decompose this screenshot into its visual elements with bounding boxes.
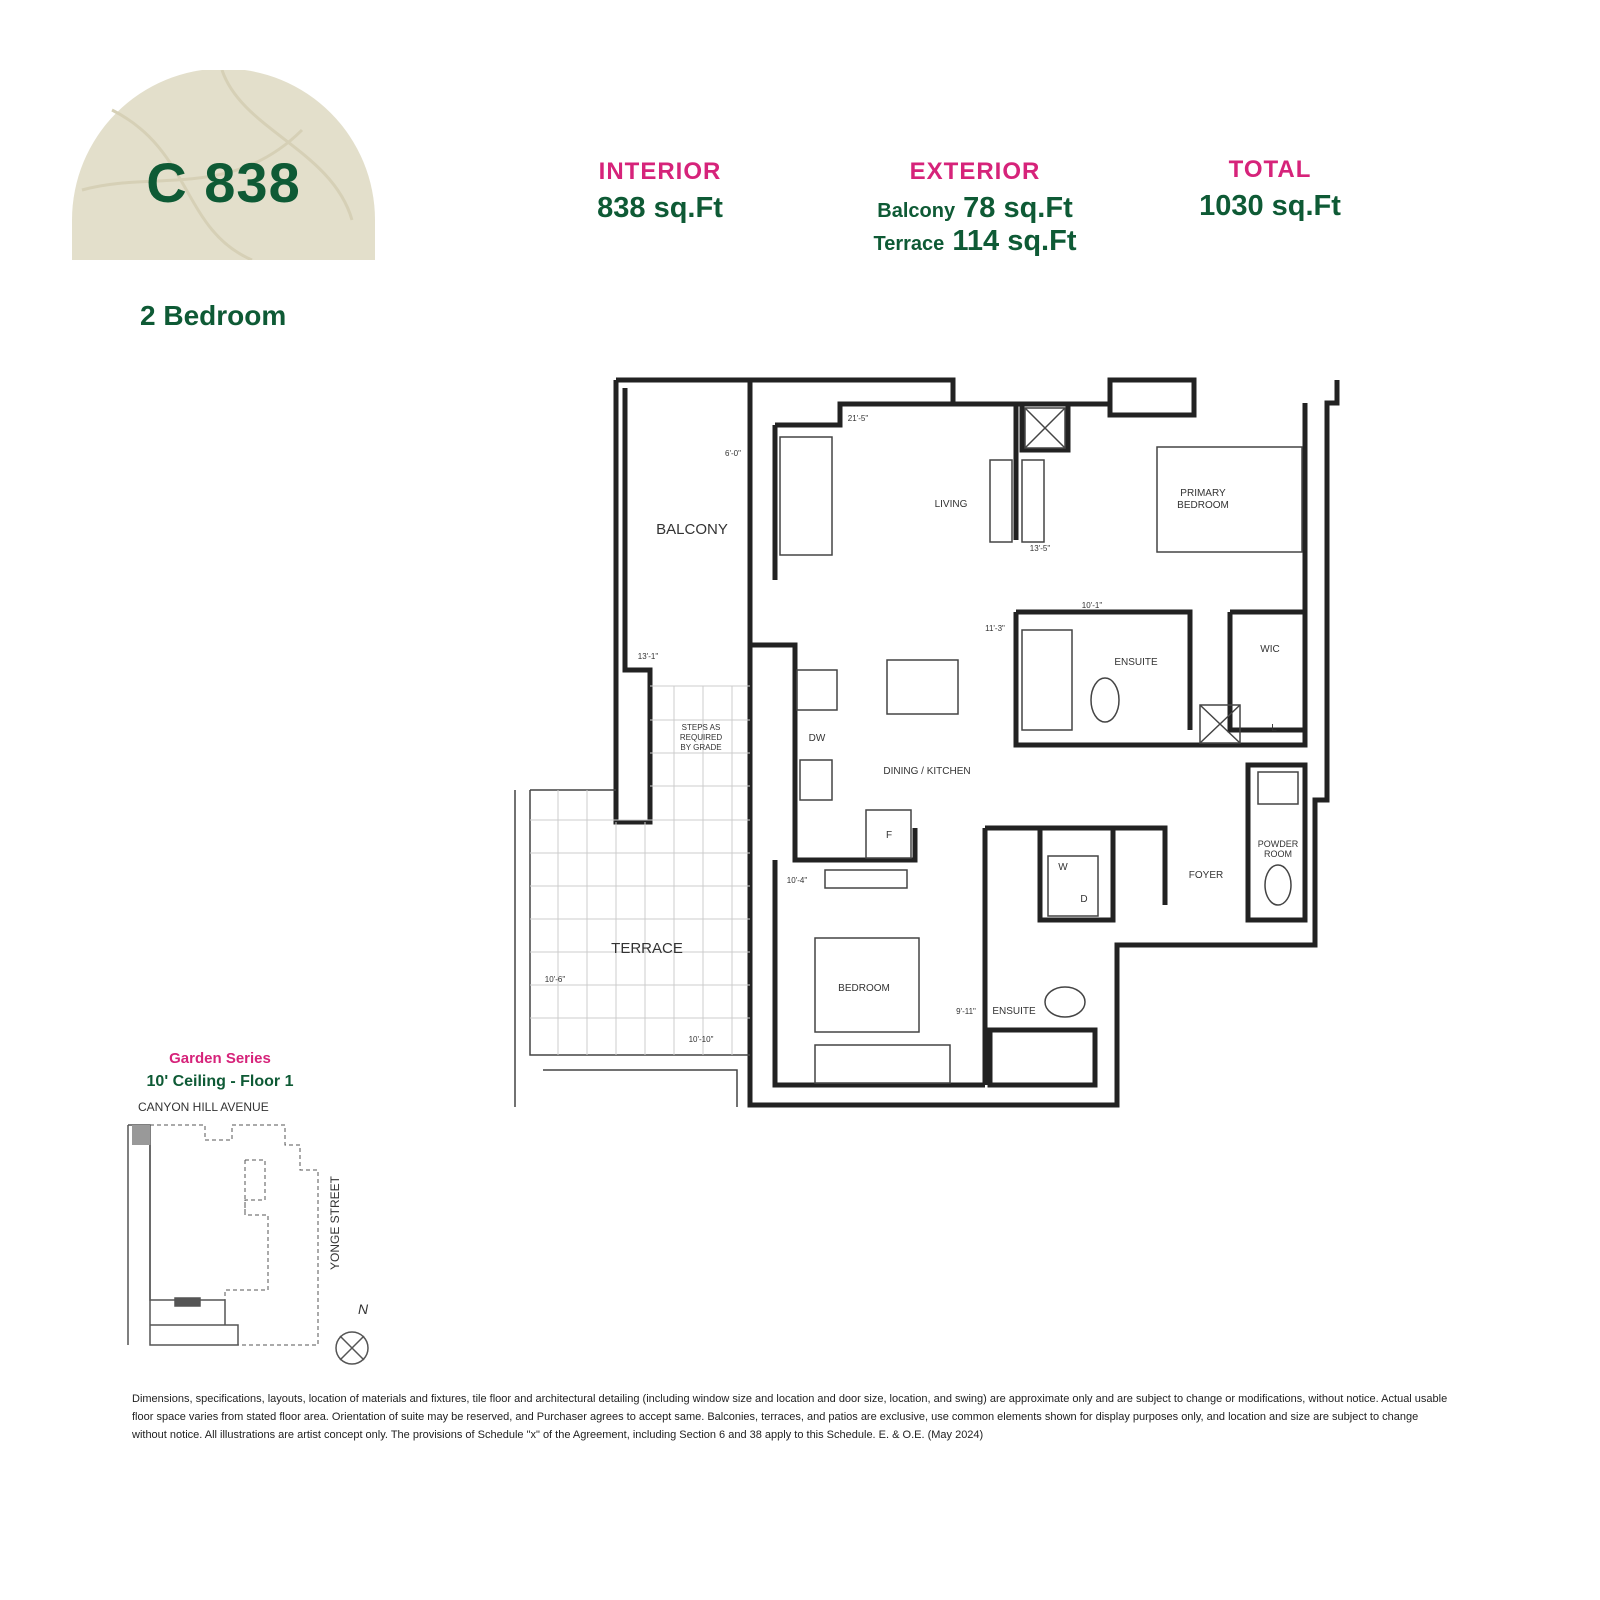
street-north: CANYON HILL AVENUE bbox=[138, 1100, 269, 1114]
interior-value: 838 sq.Ft bbox=[597, 192, 723, 224]
dim: 11'-3" bbox=[985, 624, 1005, 633]
key-plan bbox=[127, 1124, 369, 1365]
dim: 13'-5" bbox=[1030, 544, 1051, 553]
street-east: YONGE STREET bbox=[328, 1175, 342, 1270]
room-ensuite-2: ENSUITE bbox=[992, 1006, 1036, 1017]
balcony-label: Balcony bbox=[877, 200, 956, 222]
terrace-value: 114 sq.Ft bbox=[952, 225, 1077, 257]
room-living: LIVING bbox=[935, 499, 968, 510]
steps-3: BY GRADE bbox=[680, 743, 721, 752]
ceiling-floor-label: 10' Ceiling - Floor 1 bbox=[146, 1073, 294, 1090]
balcony-value: 78 sq.Ft bbox=[963, 192, 1073, 224]
room-labels: BALCONY TERRACE bbox=[611, 521, 728, 957]
room-dryer: D bbox=[1080, 894, 1087, 905]
room-balcony: BALCONY bbox=[656, 521, 728, 538]
dim: 9'-11" bbox=[956, 1007, 976, 1016]
north-label: N bbox=[358, 1301, 369, 1317]
unit-type: 2 Bedroom bbox=[140, 300, 287, 331]
room-terrace: TERRACE bbox=[611, 940, 683, 957]
room-powder-1: POWDER bbox=[1258, 839, 1299, 849]
total-label: TOTAL bbox=[1228, 156, 1312, 183]
interior-area: INTERIOR 838 sq.Ft bbox=[560, 158, 760, 225]
room-powder-2: ROOM bbox=[1264, 849, 1292, 859]
room-primary-2: BEDROOM bbox=[1177, 500, 1229, 511]
room-bedroom: BEDROOM bbox=[838, 983, 890, 994]
room-labels-small: LIVING PRIMARY BEDROOM WIC ENSUITE L DW … bbox=[680, 488, 1299, 1017]
room-dw: DW bbox=[809, 733, 826, 744]
dim: 10'-10" bbox=[689, 1035, 714, 1044]
interior-label: INTERIOR bbox=[598, 158, 722, 185]
series-label: Garden Series bbox=[169, 1050, 271, 1067]
total-value: 1030 sq.Ft bbox=[1199, 190, 1341, 222]
dim: 10'-4" bbox=[787, 876, 808, 885]
dim: 21'-5" bbox=[848, 414, 869, 423]
total-area: TOTAL 1030 sq.Ft bbox=[1170, 156, 1370, 223]
room-fridge: F bbox=[886, 830, 892, 841]
plan-walls bbox=[613, 377, 1340, 1108]
terrace-tiles bbox=[530, 685, 750, 1055]
steps-1: STEPS AS bbox=[682, 723, 721, 732]
dim: 10'-1" bbox=[1082, 601, 1103, 610]
room-wic: WIC bbox=[1260, 644, 1279, 655]
steps-2: REQUIRED bbox=[680, 733, 722, 742]
plan-outlines bbox=[514, 407, 1303, 1107]
dim: 6'-0" bbox=[725, 449, 741, 458]
exterior-area: EXTERIOR Balcony 78 sq.Ft Terrace 114 sq… bbox=[840, 158, 1110, 258]
room-ensuite-1: ENSUITE bbox=[1114, 657, 1158, 668]
dim: 10'-6" bbox=[545, 975, 566, 984]
room-primary-1: PRIMARY bbox=[1180, 488, 1226, 499]
room-dining-kitchen: DINING / KITCHEN bbox=[883, 766, 970, 777]
room-washer: W bbox=[1058, 862, 1068, 873]
dim: 13'-1" bbox=[638, 652, 659, 661]
terrace-label: Terrace bbox=[873, 233, 945, 255]
exterior-label: EXTERIOR bbox=[909, 158, 1041, 185]
room-l: L bbox=[1271, 723, 1277, 734]
unit-badge-shape bbox=[72, 70, 375, 260]
unit-name: C 838 bbox=[146, 151, 301, 214]
room-foyer: FOYER bbox=[1189, 870, 1223, 881]
disclaimer: Dimensions, specifications, layouts, loc… bbox=[132, 1393, 1448, 1441]
dimension-labels: 21'-5" 6'-0" 13'-5" 10'-1" 11'-3" 13'-1"… bbox=[545, 414, 1103, 1044]
